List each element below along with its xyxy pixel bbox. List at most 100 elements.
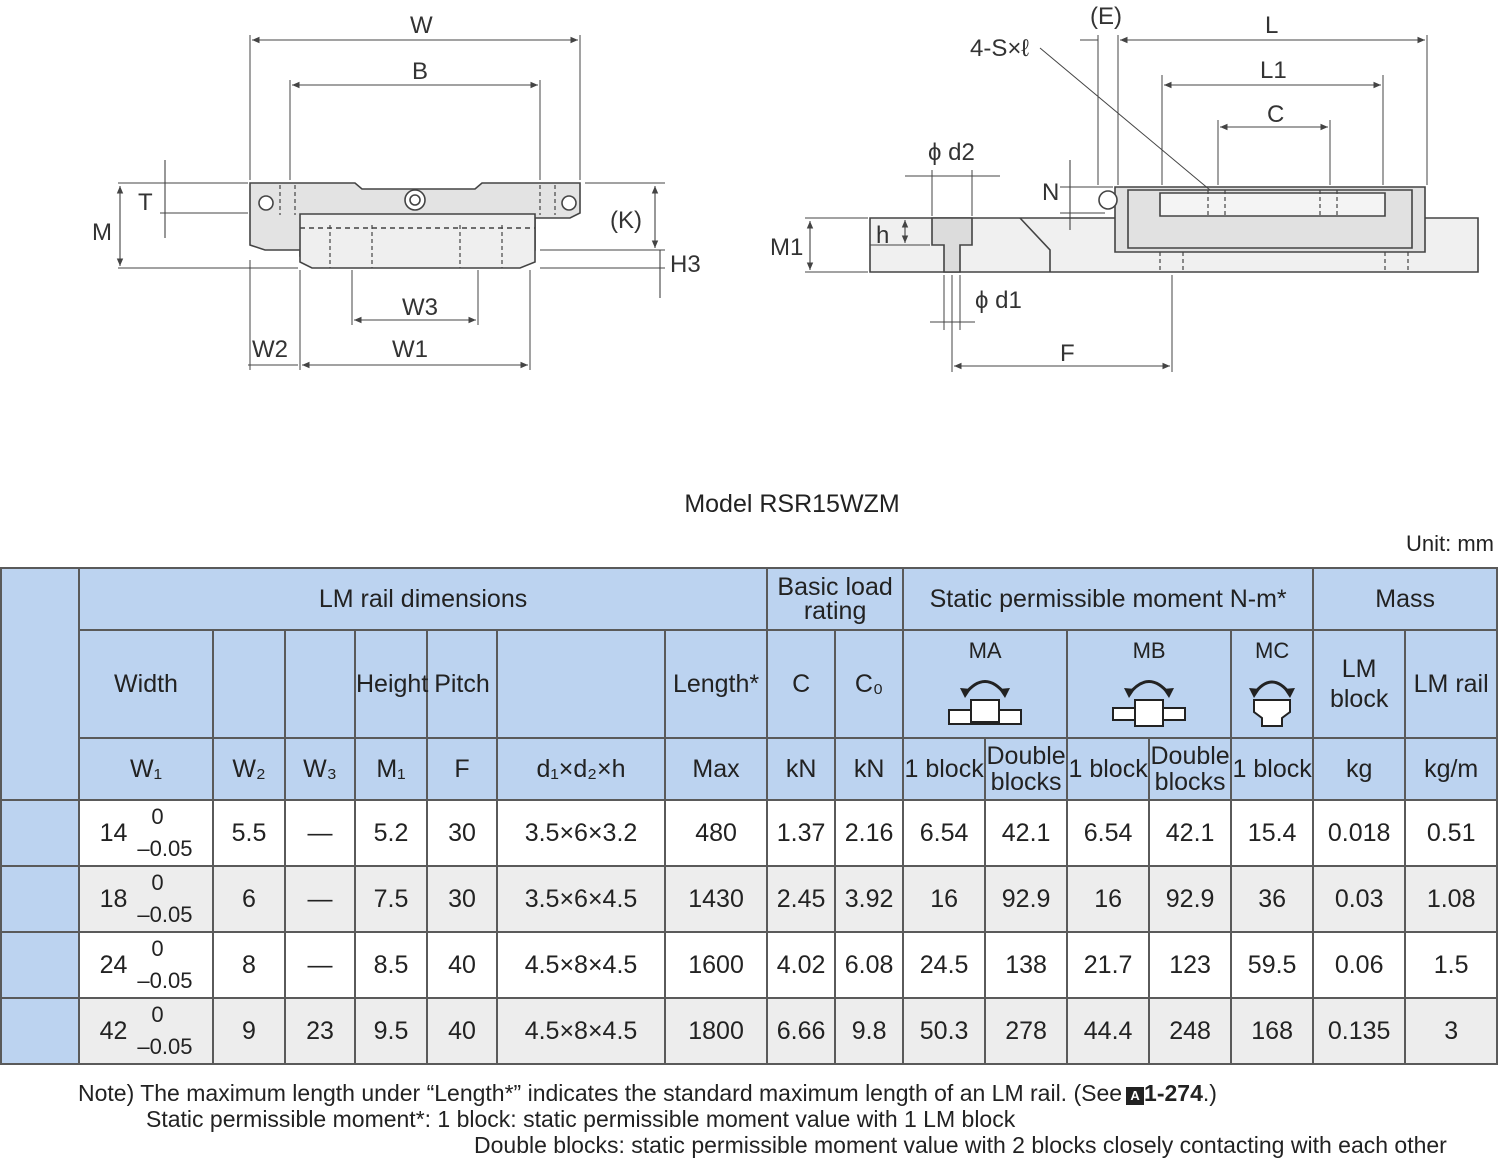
cell-mc1: 36 [1230,865,1315,933]
cell-mb1: 16 [1066,865,1151,933]
cell-w3: — [284,865,356,933]
catalog-ref: 1-274 [1144,1080,1203,1106]
cell-rail: 0.51 [1404,799,1499,867]
cell-c: 6.66 [766,997,837,1065]
cell-ma2: 138 [984,931,1069,999]
cell-mb2: 248 [1148,997,1233,1065]
header-mb-1block: 1 block [1066,737,1151,801]
notes: Note) The maximum length under “Length*”… [78,1080,1447,1158]
cell-ma2: 42.1 [984,799,1069,867]
row-label-cell [0,799,80,867]
label-C: C [1267,101,1284,128]
cell-f: 40 [426,997,498,1065]
header-width: Width [78,629,214,739]
group-mass: Mass [1312,567,1499,631]
header-c-unit: kN [766,737,837,801]
cell-f: 30 [426,799,498,867]
header-w2: W₂ [212,737,286,801]
cell-block: 0.018 [1312,799,1407,867]
header-dims-blank [496,629,666,739]
cell-dims: 3.5×6×3.2 [496,799,666,867]
cell-w2: 8 [212,931,286,999]
note-line-3: Double blocks: static permissible moment… [474,1132,1447,1158]
cell-mb1: 6.54 [1066,799,1151,867]
label-W1: W1 [392,336,428,363]
cell-max: 1600 [663,931,769,999]
header-f: F [426,737,498,801]
side-view-drawing [805,35,1479,372]
row-label-cell [0,865,80,933]
cell-rail: 1.5 [1404,931,1499,999]
cell-c: 1.37 [766,799,837,867]
lm-block-label: LM block [1329,655,1389,713]
row-label-cell [0,997,80,1065]
header-length: Length* [663,629,769,739]
header-height: Height [354,629,428,739]
catalog-ref-icon: A [1126,1087,1145,1105]
front-view-labels: W B T M (K) H3 W3 W2 W1 [92,12,701,363]
label-M1: M1 [770,234,803,261]
cell-ma1: 50.3 [902,997,987,1065]
cell-m1: 8.5 [354,931,428,999]
label-T: T [138,189,153,216]
header-dims: d₁×d₂×h [496,737,666,801]
header-ma: MA [902,629,1069,739]
cell-c0: 2.16 [834,799,905,867]
cell-w2: 6 [212,865,286,933]
cell-w2: 5.5 [212,799,286,867]
cell-m1: 7.5 [354,865,428,933]
cell-ma1: 16 [902,865,987,933]
mb-label: MB [1132,637,1166,663]
cell-c0: 6.08 [834,931,905,999]
front-view-drawing [116,35,665,370]
label-K: (K) [610,207,642,234]
cell-ma2: 278 [984,997,1069,1065]
cell-mb1: 44.4 [1066,997,1151,1065]
cell-rail: 3 [1404,997,1499,1065]
label-S: 4-S×ℓ [970,35,1029,62]
cell-block: 0.06 [1312,931,1407,999]
cell-mb2: 92.9 [1148,865,1233,933]
header-lm-block: LM block [1312,629,1407,739]
row-label-cell [0,931,80,999]
row-label-header [0,567,80,801]
ma-rotation-icon [948,679,1023,725]
header-mb-double: Double blocks [1148,737,1233,801]
group-static-moment: Static permissible moment N-m* [902,567,1315,631]
cell-mc1: 168 [1230,997,1315,1065]
model-title: Model RSR15WZM [684,490,900,518]
label-W3: W3 [402,294,438,321]
cell-f: 30 [426,865,498,933]
cell-max: 1430 [663,865,769,933]
header-ma-1block: 1 block [902,737,987,801]
header-mc: MC [1230,629,1315,739]
header-lm-block-unit: kg [1312,737,1407,801]
group-basic-load-rating: Basic load rating [766,567,905,631]
label-N: N [1042,179,1059,206]
header-w2-blank [212,629,286,739]
label-W: W [410,12,433,39]
header-pitch: Pitch [426,629,498,739]
unit-label: Unit: mm [1406,531,1494,556]
header-max: Max [663,737,769,801]
label-H3: H3 [670,251,701,278]
mb-rotation-icon [1112,679,1187,727]
label-B: B [412,58,428,85]
header-w3: W₃ [284,737,356,801]
mc-label: MC [1255,637,1290,663]
group-lm-rail-dimensions: LM rail dimensions [77,567,769,631]
header-c0-unit: kN [834,737,905,801]
cell-max: 1800 [663,997,769,1065]
cell-c: 4.02 [766,931,837,999]
cell-c0: 3.92 [834,865,905,933]
cell-dims: 4.5×8×4.5 [496,997,666,1065]
ma-label: MA [968,637,1002,663]
cell-c0: 9.8 [834,997,905,1065]
cell-rail: 1.08 [1404,865,1499,933]
note-line-1: Note) The maximum length under “Length*”… [78,1080,1217,1106]
cell-ma2: 92.9 [984,865,1069,933]
